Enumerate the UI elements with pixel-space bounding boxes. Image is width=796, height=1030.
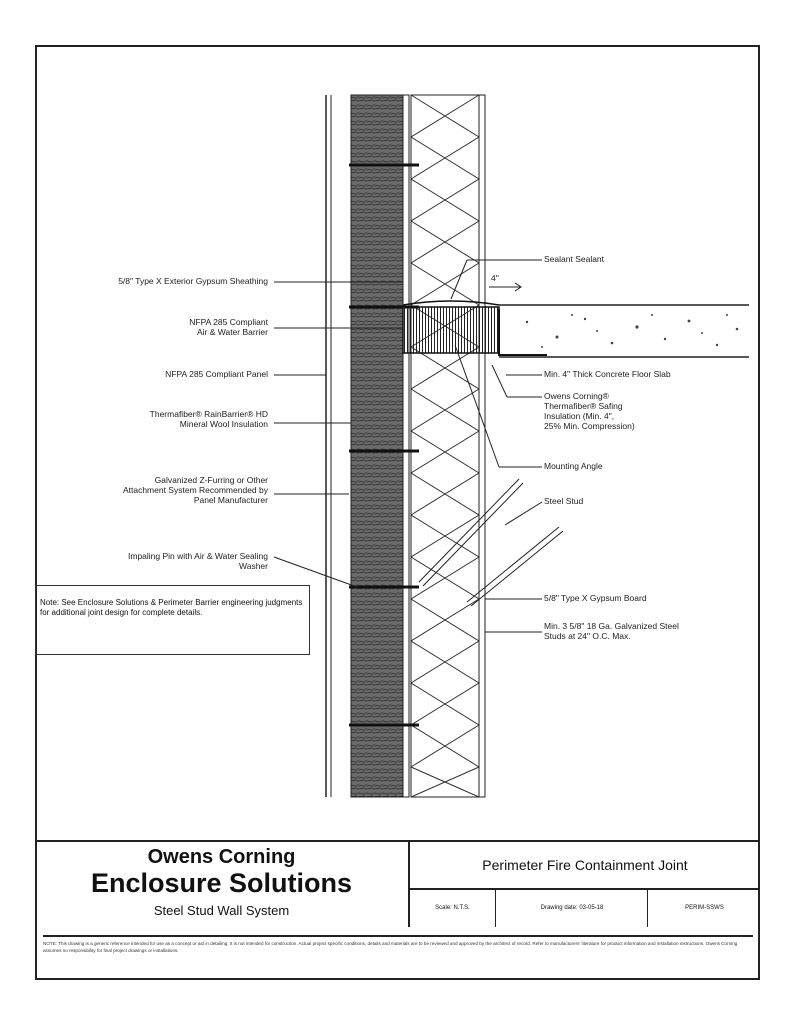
- callout-studs-line2: Studs at 24" O.C. Max.: [544, 631, 631, 641]
- product-name: Enclosure Solutions: [90, 868, 353, 898]
- callout-impaling-pin-line2: Washer: [239, 561, 268, 571]
- callout-sheathing: 5/8" Type X Exterior Gypsum Sheathing: [48, 276, 268, 286]
- disclaimer-note: NOTE: This drawing is a generic referenc…: [43, 935, 753, 954]
- callout-safing-line1: Owens Corning®: [544, 391, 609, 401]
- design-note-box: Note: See Enclosure Solutions & Perimete…: [35, 585, 310, 655]
- callout-sheathing-text: 5/8" Type X Exterior Gypsum Sheathing: [118, 276, 268, 286]
- detail-title: Perimeter Fire Containment Joint: [410, 842, 760, 890]
- callout-dimension: 4": [491, 273, 521, 283]
- callout-air-barrier: NFPA 285 Compliant Air & Water Barrier: [48, 317, 268, 337]
- callout-air-barrier-line1: NFPA 285 Compliant: [189, 317, 268, 327]
- drawing-scale: Scale: N.T.S.: [410, 890, 496, 927]
- title-block: Owens Corning Enclosure Solutions Steel …: [35, 840, 760, 927]
- callout-air-barrier-line2: Air & Water Barrier: [196, 327, 268, 337]
- callout-stud-text: Steel Stud: [544, 496, 584, 506]
- interior-gypsum: [478, 94, 486, 798]
- title-block-brand-area: Owens Corning Enclosure Solutions Steel …: [35, 842, 410, 927]
- drawing-sheet: 5/8" Type X Exterior Gypsum Sheathing NF…: [35, 45, 760, 980]
- exterior-sheathing: [402, 94, 410, 798]
- callout-attachment-line1: Galvanized Z-Furring or Other: [154, 475, 268, 485]
- callout-studs-line1: Min. 3 5/8" 18 Ga. Galvanized Steel: [544, 621, 679, 631]
- z-furring-clips: [349, 163, 419, 727]
- cavity-insulation: [409, 94, 481, 798]
- callout-sealant: Sealant Sealant: [544, 254, 724, 264]
- callout-safing-line2: Thermafiber® Safing: [544, 401, 623, 411]
- disclaimer-text: NOTE: This drawing is a generic referenc…: [43, 941, 738, 953]
- section-detail-drawing: [273, 94, 749, 798]
- system-name: Steel Stud Wall System: [153, 903, 290, 918]
- safing-insulation: [402, 306, 500, 354]
- mineral-wool-ci: [350, 94, 404, 798]
- callout-gypsum-text: 5/8" Type X Gypsum Board: [544, 593, 647, 603]
- callout-attachment: Galvanized Z-Furring or Other Attachment…: [43, 475, 268, 505]
- sealant-bead: [402, 300, 500, 306]
- callout-slab: Min. 4" Thick Concrete Floor Slab: [544, 369, 754, 379]
- steel-stud-brace: [418, 478, 564, 607]
- callout-foam-panel: NFPA 285 Compliant Panel: [48, 369, 268, 379]
- callout-stud: Steel Stud: [544, 496, 724, 506]
- mounting-angle: [498, 309, 547, 356]
- callout-attachment-line2: Attachment System Recommended by: [122, 485, 268, 495]
- callout-ci-line2: Mineral Wool Insulation: [179, 419, 268, 429]
- callout-angle: Mounting Angle: [544, 461, 724, 471]
- concrete-slab: [499, 304, 749, 358]
- callout-ci: Thermafiber® RainBarrier® HD Mineral Woo…: [48, 409, 268, 429]
- callout-gypsum: 5/8" Type X Gypsum Board: [544, 593, 744, 603]
- callout-safing-line3: Insulation (Min. 4",: [544, 411, 615, 421]
- callout-attachment-line3: Panel Manufacturer: [193, 495, 268, 505]
- callout-safing-line4: 25% Min. Compression): [544, 421, 635, 431]
- drawing-date: Drawing date: 03-05-18: [497, 890, 648, 927]
- drawing-code: PERIM-SSWS: [685, 905, 724, 911]
- callout-sealant-text: Sealant Sealant: [544, 254, 605, 264]
- leader-lines: [273, 259, 543, 633]
- callout-dimension-text: 4": [491, 273, 499, 283]
- callout-slab-text: Min. 4" Thick Concrete Floor Slab: [544, 369, 671, 379]
- callout-angle-text: Mounting Angle: [544, 461, 603, 471]
- callout-ci-line1: Thermafiber® RainBarrier® HD: [149, 409, 268, 419]
- cladding-panel: [325, 95, 332, 797]
- callout-safing: Owens Corning® Thermafiber® Safing Insul…: [544, 391, 744, 431]
- callout-studs: Min. 3 5/8" 18 Ga. Galvanized Steel Stud…: [544, 621, 754, 641]
- callout-impaling-pin-line1: Impaling Pin with Air & Water Sealing: [128, 551, 268, 561]
- design-note-text: Note: See Enclosure Solutions & Perimete…: [40, 598, 303, 617]
- callout-impaling-pin: Impaling Pin with Air & Water Sealing Wa…: [43, 551, 268, 571]
- brand-name: Owens Corning: [147, 846, 296, 868]
- callout-foam-panel-text: NFPA 285 Compliant Panel: [165, 369, 268, 379]
- title-block-detail-area: Perimeter Fire Containment Joint Scale: …: [410, 842, 760, 927]
- slab-dimension: [489, 282, 522, 292]
